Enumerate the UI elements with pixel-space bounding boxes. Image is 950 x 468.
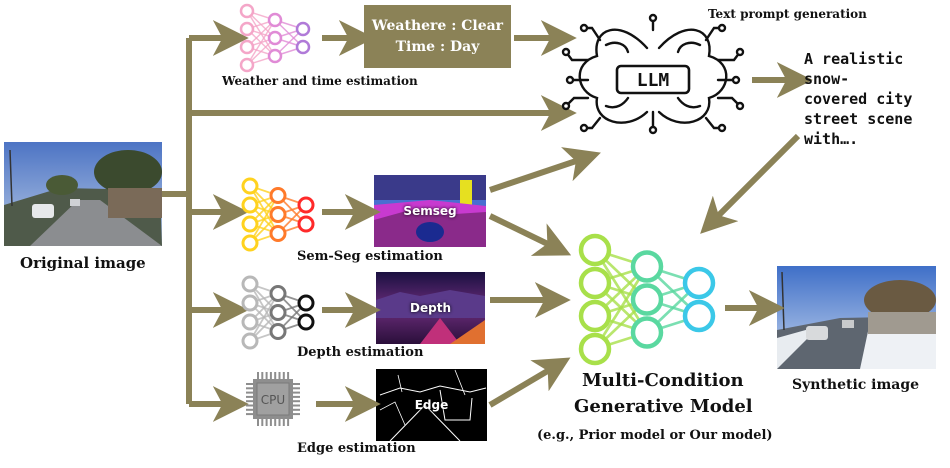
cpu-chip-icon: CPU bbox=[246, 372, 300, 426]
net-node bbox=[239, 3, 255, 19]
model-title-line2: Generative Model bbox=[574, 396, 753, 417]
prompt-text: A realistic snow- covered city street sc… bbox=[804, 49, 950, 149]
net-node bbox=[682, 266, 716, 300]
depth-caption: Depth bbox=[410, 301, 451, 315]
depth-caption-box: Depth bbox=[376, 272, 485, 344]
original-image bbox=[4, 142, 162, 246]
net-node bbox=[297, 215, 315, 233]
prompt-line-1: A realistic snow- bbox=[804, 50, 904, 88]
net-node bbox=[682, 299, 716, 333]
synthetic-image bbox=[777, 266, 936, 369]
prompt-line-4: with…. bbox=[804, 130, 859, 148]
net-node bbox=[239, 57, 255, 73]
original-image-label: Original image bbox=[20, 254, 146, 272]
semseg-net-icon bbox=[241, 177, 315, 252]
net-edge bbox=[249, 195, 279, 244]
llm-label: LLM bbox=[637, 70, 670, 91]
model-net-icon bbox=[578, 233, 716, 366]
net-node bbox=[241, 234, 259, 252]
net-node bbox=[241, 196, 259, 214]
net-node bbox=[297, 313, 315, 331]
net-node bbox=[241, 294, 259, 312]
net-node bbox=[297, 196, 315, 214]
arrow-semseg-to-llm bbox=[489, 147, 601, 193]
depth-map bbox=[376, 272, 485, 344]
flow-arrows bbox=[162, 20, 813, 422]
net-node bbox=[269, 285, 287, 302]
net-node bbox=[269, 323, 287, 340]
net-node bbox=[267, 12, 283, 28]
text-prompt-label: Text prompt generation bbox=[708, 7, 867, 21]
cpu-label: CPU bbox=[261, 393, 285, 407]
weather-time-box: Weathere : Clear Time : Day bbox=[364, 5, 511, 68]
semseg-label: Sem-Seg estimation bbox=[297, 249, 443, 264]
weather-time-label: Weather and time estimation bbox=[222, 74, 418, 88]
net-edge bbox=[249, 293, 279, 342]
net-node bbox=[241, 215, 259, 233]
llm-brain-icon bbox=[561, 13, 745, 135]
synthetic-image-label: Synthetic image bbox=[792, 377, 920, 393]
edge-label: Edge estimation bbox=[297, 441, 416, 456]
net-node bbox=[269, 225, 287, 242]
net-node bbox=[630, 316, 664, 349]
net-node bbox=[267, 48, 283, 64]
weather-line: Weathere : Clear bbox=[371, 17, 504, 34]
semseg-map bbox=[374, 175, 486, 247]
edge-caption-box: Edge bbox=[376, 369, 487, 441]
time-line: Time : Day bbox=[395, 38, 480, 55]
net-node bbox=[295, 21, 311, 37]
prompt-line-2: covered city bbox=[804, 90, 913, 108]
net-node bbox=[578, 233, 612, 267]
depth-net-icon bbox=[241, 275, 315, 350]
net-node bbox=[578, 299, 612, 333]
net-node bbox=[241, 177, 259, 195]
net-node bbox=[630, 250, 664, 283]
net-edge bbox=[246, 19, 276, 66]
net-node bbox=[241, 332, 259, 350]
arrow-semseg-to-model bbox=[488, 213, 572, 256]
net-node bbox=[295, 39, 311, 55]
weather-net-icon bbox=[239, 3, 311, 73]
edge-map bbox=[376, 369, 487, 442]
net-edge bbox=[593, 265, 649, 350]
arrow-edge-to-model bbox=[488, 357, 571, 408]
net-node bbox=[239, 21, 255, 37]
edge-caption: Edge bbox=[414, 398, 449, 412]
net-node bbox=[241, 275, 259, 293]
semseg-caption-box: Semseg bbox=[374, 175, 486, 247]
net-node bbox=[297, 294, 315, 312]
depth-label: Depth estimation bbox=[297, 345, 424, 360]
net-node bbox=[578, 266, 612, 300]
model-title-line1: Multi-Condition bbox=[582, 370, 744, 391]
net-node bbox=[630, 283, 664, 316]
net-node bbox=[241, 313, 259, 331]
neural-nets bbox=[239, 3, 716, 366]
prompt-line-3: street scene bbox=[804, 110, 913, 128]
arrow-prompt-to-model bbox=[700, 133, 801, 234]
net-node bbox=[239, 39, 255, 55]
model-subtitle: (e.g., Prior model or Our model) bbox=[537, 428, 773, 443]
net-node bbox=[269, 304, 287, 321]
net-node bbox=[578, 332, 612, 366]
net-node bbox=[269, 187, 287, 204]
net-node bbox=[269, 206, 287, 223]
net-node bbox=[267, 30, 283, 46]
semseg-caption: Semseg bbox=[403, 204, 457, 218]
